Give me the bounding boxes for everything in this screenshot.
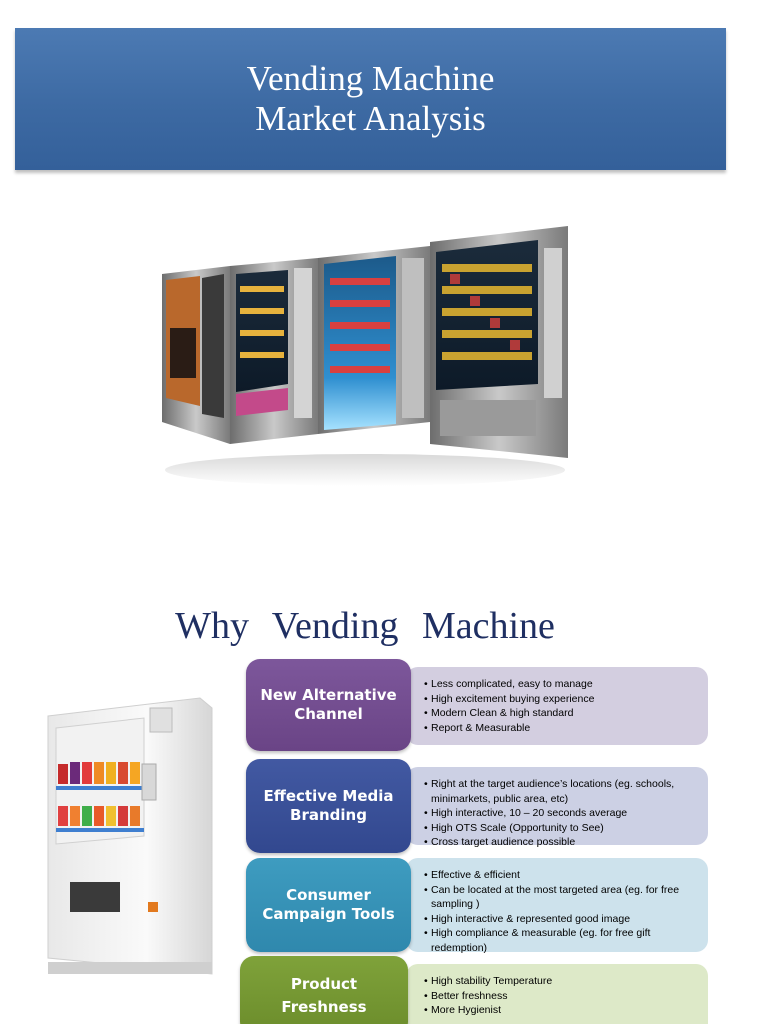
list-item: High OTS Scale (Opportunity to See) (424, 821, 696, 836)
label-line: Branding (290, 806, 367, 824)
list-item: High stability Temperature (424, 974, 696, 989)
vending-machines-row-image (162, 226, 568, 486)
benefit-row: High stability Temperature Better freshn… (240, 956, 714, 1024)
label-line: Consumer (286, 886, 371, 904)
banner-title-line2: Market Analysis (255, 99, 486, 138)
list-item: Less complicated, easy to manage (424, 677, 696, 692)
list-item: High compliance & measurable (eg. for fr… (424, 926, 696, 955)
label-line: Campaign Tools (262, 905, 395, 923)
benefit-row: Less complicated, easy to manage High ex… (246, 659, 714, 753)
label-line: Product (290, 975, 358, 993)
list-item: Modern Clean & high standard (424, 706, 696, 721)
benefit-row: Right at the target audience’s locations… (246, 759, 714, 853)
banner-title-line1: Vending Machine (246, 59, 495, 98)
label-line: Effective Media (263, 787, 394, 805)
label-line: Channel (294, 705, 363, 723)
benefit-details-panel: Less complicated, easy to manage High ex… (406, 667, 708, 745)
list-item: High excitement buying experience (424, 692, 696, 707)
list-item: Can be located at the most targeted area… (424, 883, 696, 912)
benefit-details-panel: High stability Temperature Better freshn… (406, 964, 708, 1024)
benefit-label-effective-media-branding: Effective Media Branding (246, 759, 411, 853)
list-item: More Hygienist (424, 1003, 696, 1018)
title-banner: Vending Machine Market Analysis (15, 28, 726, 170)
label-line: Freshness (281, 998, 367, 1016)
benefit-details-panel: Right at the target audience’s locations… (406, 767, 708, 849)
list-item: Effective & efficient (424, 868, 696, 883)
benefit-label-consumer-campaign-tools: Consumer Campaign Tools (246, 858, 411, 952)
benefit-label-new-alternative-channel: New Alternative Channel (246, 659, 411, 751)
list-item: Better freshness (424, 989, 696, 1004)
list-item: Report & Measurable (424, 721, 696, 736)
list-item: High interactive, 10 – 20 seconds averag… (424, 806, 696, 821)
list-item: Right at the target audience’s locations… (424, 777, 696, 806)
section-title: Why Vending Machine (175, 605, 555, 647)
white-vending-machine-image (47, 697, 213, 975)
label-line: New Alternative (260, 686, 397, 704)
benefit-details-panel: Effective & efficient Can be located at … (406, 858, 708, 955)
benefit-label-product-freshness: Product Freshness (240, 956, 408, 1024)
benefit-row: Effective & efficient Can be located at … (246, 858, 714, 955)
list-item: High interactive & represented good imag… (424, 912, 696, 927)
list-item: Cross target audience possible (424, 835, 696, 850)
